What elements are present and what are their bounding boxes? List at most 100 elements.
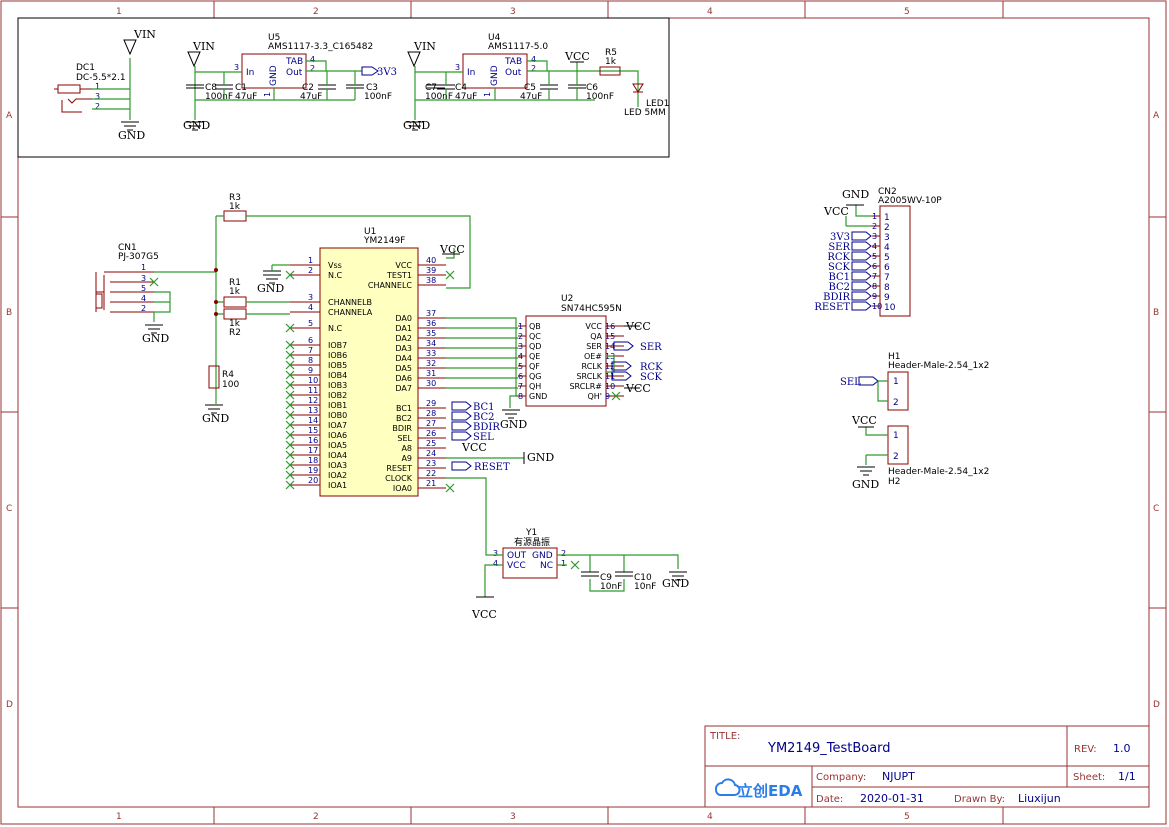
svg-text:100nF: 100nF bbox=[425, 92, 453, 102]
u1-pin-name: IOA1 bbox=[328, 481, 347, 490]
u1-pin-name: TEST1 bbox=[386, 271, 412, 280]
audio-jack-cn1: CN1 PJ-307G5 13 542 GND bbox=[95, 243, 216, 345]
u2-pin-number: 7 bbox=[518, 382, 523, 391]
u1-pin-name: IOA2 bbox=[328, 471, 347, 480]
u1-pin-name: CLOCK bbox=[385, 474, 413, 483]
title-block: TITLE: YM2149_TestBoard REV: 1.0 Company… bbox=[704, 725, 1150, 808]
u1-pin-name: DA0 bbox=[395, 314, 412, 323]
u1-pin-name: DA1 bbox=[395, 324, 412, 333]
svg-text:1: 1 bbox=[483, 92, 492, 97]
cn2-pin-label: 6 bbox=[884, 263, 890, 273]
oscillator-y1: Y1 有源晶振 OUT VCC GND NC 34 21 VCC GND C91… bbox=[446, 477, 689, 621]
u2-pin-name: SRCLK bbox=[576, 372, 602, 381]
u2-pin-number: 1 bbox=[518, 322, 523, 331]
svg-text:2: 2 bbox=[893, 452, 899, 462]
u2-pin-number: 15 bbox=[605, 332, 615, 341]
cn2-net-flag bbox=[851, 241, 872, 251]
svg-text:1.0: 1.0 bbox=[1113, 742, 1131, 755]
frame-row-label: C bbox=[6, 504, 12, 514]
svg-text:U1: U1 bbox=[364, 227, 376, 237]
u1-pin-name: DA5 bbox=[395, 364, 412, 373]
u1-pin-name: IOB3 bbox=[328, 381, 347, 390]
svg-text:1: 1 bbox=[893, 431, 899, 441]
u1-pin-number: 2 bbox=[308, 266, 313, 275]
u2-pin-name: GND bbox=[529, 392, 547, 401]
data-bus-wire bbox=[446, 377, 518, 389]
u1-pin-name: A9 bbox=[401, 454, 412, 463]
u1-pin-name: IOB4 bbox=[328, 371, 347, 380]
data-bus-wire bbox=[446, 317, 518, 329]
frame-row-label: A bbox=[1153, 111, 1160, 121]
cn2-net-flag bbox=[851, 261, 872, 271]
u1-pin-number: 27 bbox=[426, 419, 436, 428]
svg-text:PJ-307G5: PJ-307G5 bbox=[118, 252, 159, 262]
cn2-pin-number: 9 bbox=[872, 292, 877, 301]
frame-col-label: 3 bbox=[510, 812, 516, 822]
svg-text:1: 1 bbox=[141, 263, 146, 272]
svg-text:100nF: 100nF bbox=[205, 92, 233, 102]
u1-pin-number: 36 bbox=[426, 319, 436, 328]
svg-text:TITLE:: TITLE: bbox=[709, 731, 740, 742]
no-connect-mark bbox=[285, 480, 295, 490]
no-connect-mark bbox=[285, 400, 295, 410]
svg-text:SEL: SEL bbox=[840, 377, 861, 388]
u1-pin-name: DA6 bbox=[395, 374, 412, 383]
svg-text:2: 2 bbox=[893, 398, 899, 408]
u2-pin-number: 11 bbox=[605, 372, 615, 381]
svg-text:4: 4 bbox=[141, 294, 146, 303]
u1-pin-name: N.C bbox=[328, 271, 343, 280]
svg-text:47uF: 47uF bbox=[455, 92, 477, 102]
svg-text:Sheet:: Sheet: bbox=[1073, 772, 1105, 783]
svg-text:R5: R5 bbox=[605, 48, 617, 58]
svg-text:47uF: 47uF bbox=[520, 92, 542, 102]
svg-text:SEL: SEL bbox=[473, 432, 494, 443]
cn2-net-flag bbox=[851, 251, 872, 261]
u1-pin-number: 23 bbox=[426, 459, 436, 468]
svg-text:VIN: VIN bbox=[192, 40, 215, 53]
cn2-net-label: BDIR bbox=[823, 292, 850, 303]
u1-pin-name: BC1 bbox=[396, 404, 412, 413]
u1-pin-number: 4 bbox=[308, 303, 313, 312]
svg-text:DC1: DC1 bbox=[76, 63, 95, 73]
svg-text:10nF: 10nF bbox=[600, 582, 622, 592]
dc-jack-dc1: DC1 DC-5.5*2.1 132 VIN GND bbox=[54, 28, 156, 142]
cn2-pin-number: 1 bbox=[872, 212, 877, 221]
u1-pin-number: 1 bbox=[308, 256, 313, 265]
lceda-logo: 立创EDA bbox=[714, 778, 803, 800]
u1-pin-number: 14 bbox=[308, 416, 318, 425]
svg-text:H2: H2 bbox=[888, 477, 901, 487]
cn2-pin-number: 10 bbox=[872, 302, 882, 311]
cn2-net-flag bbox=[851, 281, 872, 291]
svg-text:4: 4 bbox=[531, 55, 536, 64]
u1-pin-name: N.C bbox=[328, 324, 343, 333]
data-bus-wire bbox=[446, 387, 518, 397]
u2-pin-name: QD bbox=[529, 342, 541, 351]
u1-pin-number: 39 bbox=[426, 266, 436, 275]
u1-pin-name: IOB1 bbox=[328, 401, 347, 410]
svg-text:Drawn By:: Drawn By: bbox=[954, 794, 1005, 805]
u1-pin-number: 6 bbox=[308, 336, 313, 345]
svg-text:47uF: 47uF bbox=[235, 92, 257, 102]
svg-text:1k: 1k bbox=[229, 319, 241, 329]
u1-pin-name: CHANNELC bbox=[368, 281, 413, 290]
frame-col-label: 3 bbox=[510, 7, 516, 17]
cn2-net-label: BC1 bbox=[828, 272, 850, 283]
svg-text:SER: SER bbox=[640, 342, 662, 353]
u1-pin-number: 8 bbox=[308, 356, 313, 365]
u2-pin-number: 6 bbox=[518, 372, 523, 381]
u1-pin-name: IOB5 bbox=[328, 361, 347, 370]
no-connect-mark bbox=[285, 340, 295, 350]
svg-text:VCC: VCC bbox=[564, 50, 590, 63]
u2-pin-name: OE# bbox=[584, 352, 602, 361]
svg-text:GND: GND bbox=[257, 282, 284, 295]
cn2-pin-label: 8 bbox=[884, 283, 890, 293]
svg-text:2: 2 bbox=[141, 304, 146, 313]
svg-text:RCK: RCK bbox=[640, 362, 663, 373]
cn2-pin-number: 4 bbox=[872, 242, 877, 251]
u1-pin-name: SEL bbox=[397, 434, 412, 443]
u1-pin-number: 21 bbox=[426, 479, 436, 488]
svg-text:3: 3 bbox=[95, 92, 100, 101]
u2-pin-name: QE bbox=[529, 352, 540, 361]
data-bus-wire bbox=[446, 347, 518, 359]
